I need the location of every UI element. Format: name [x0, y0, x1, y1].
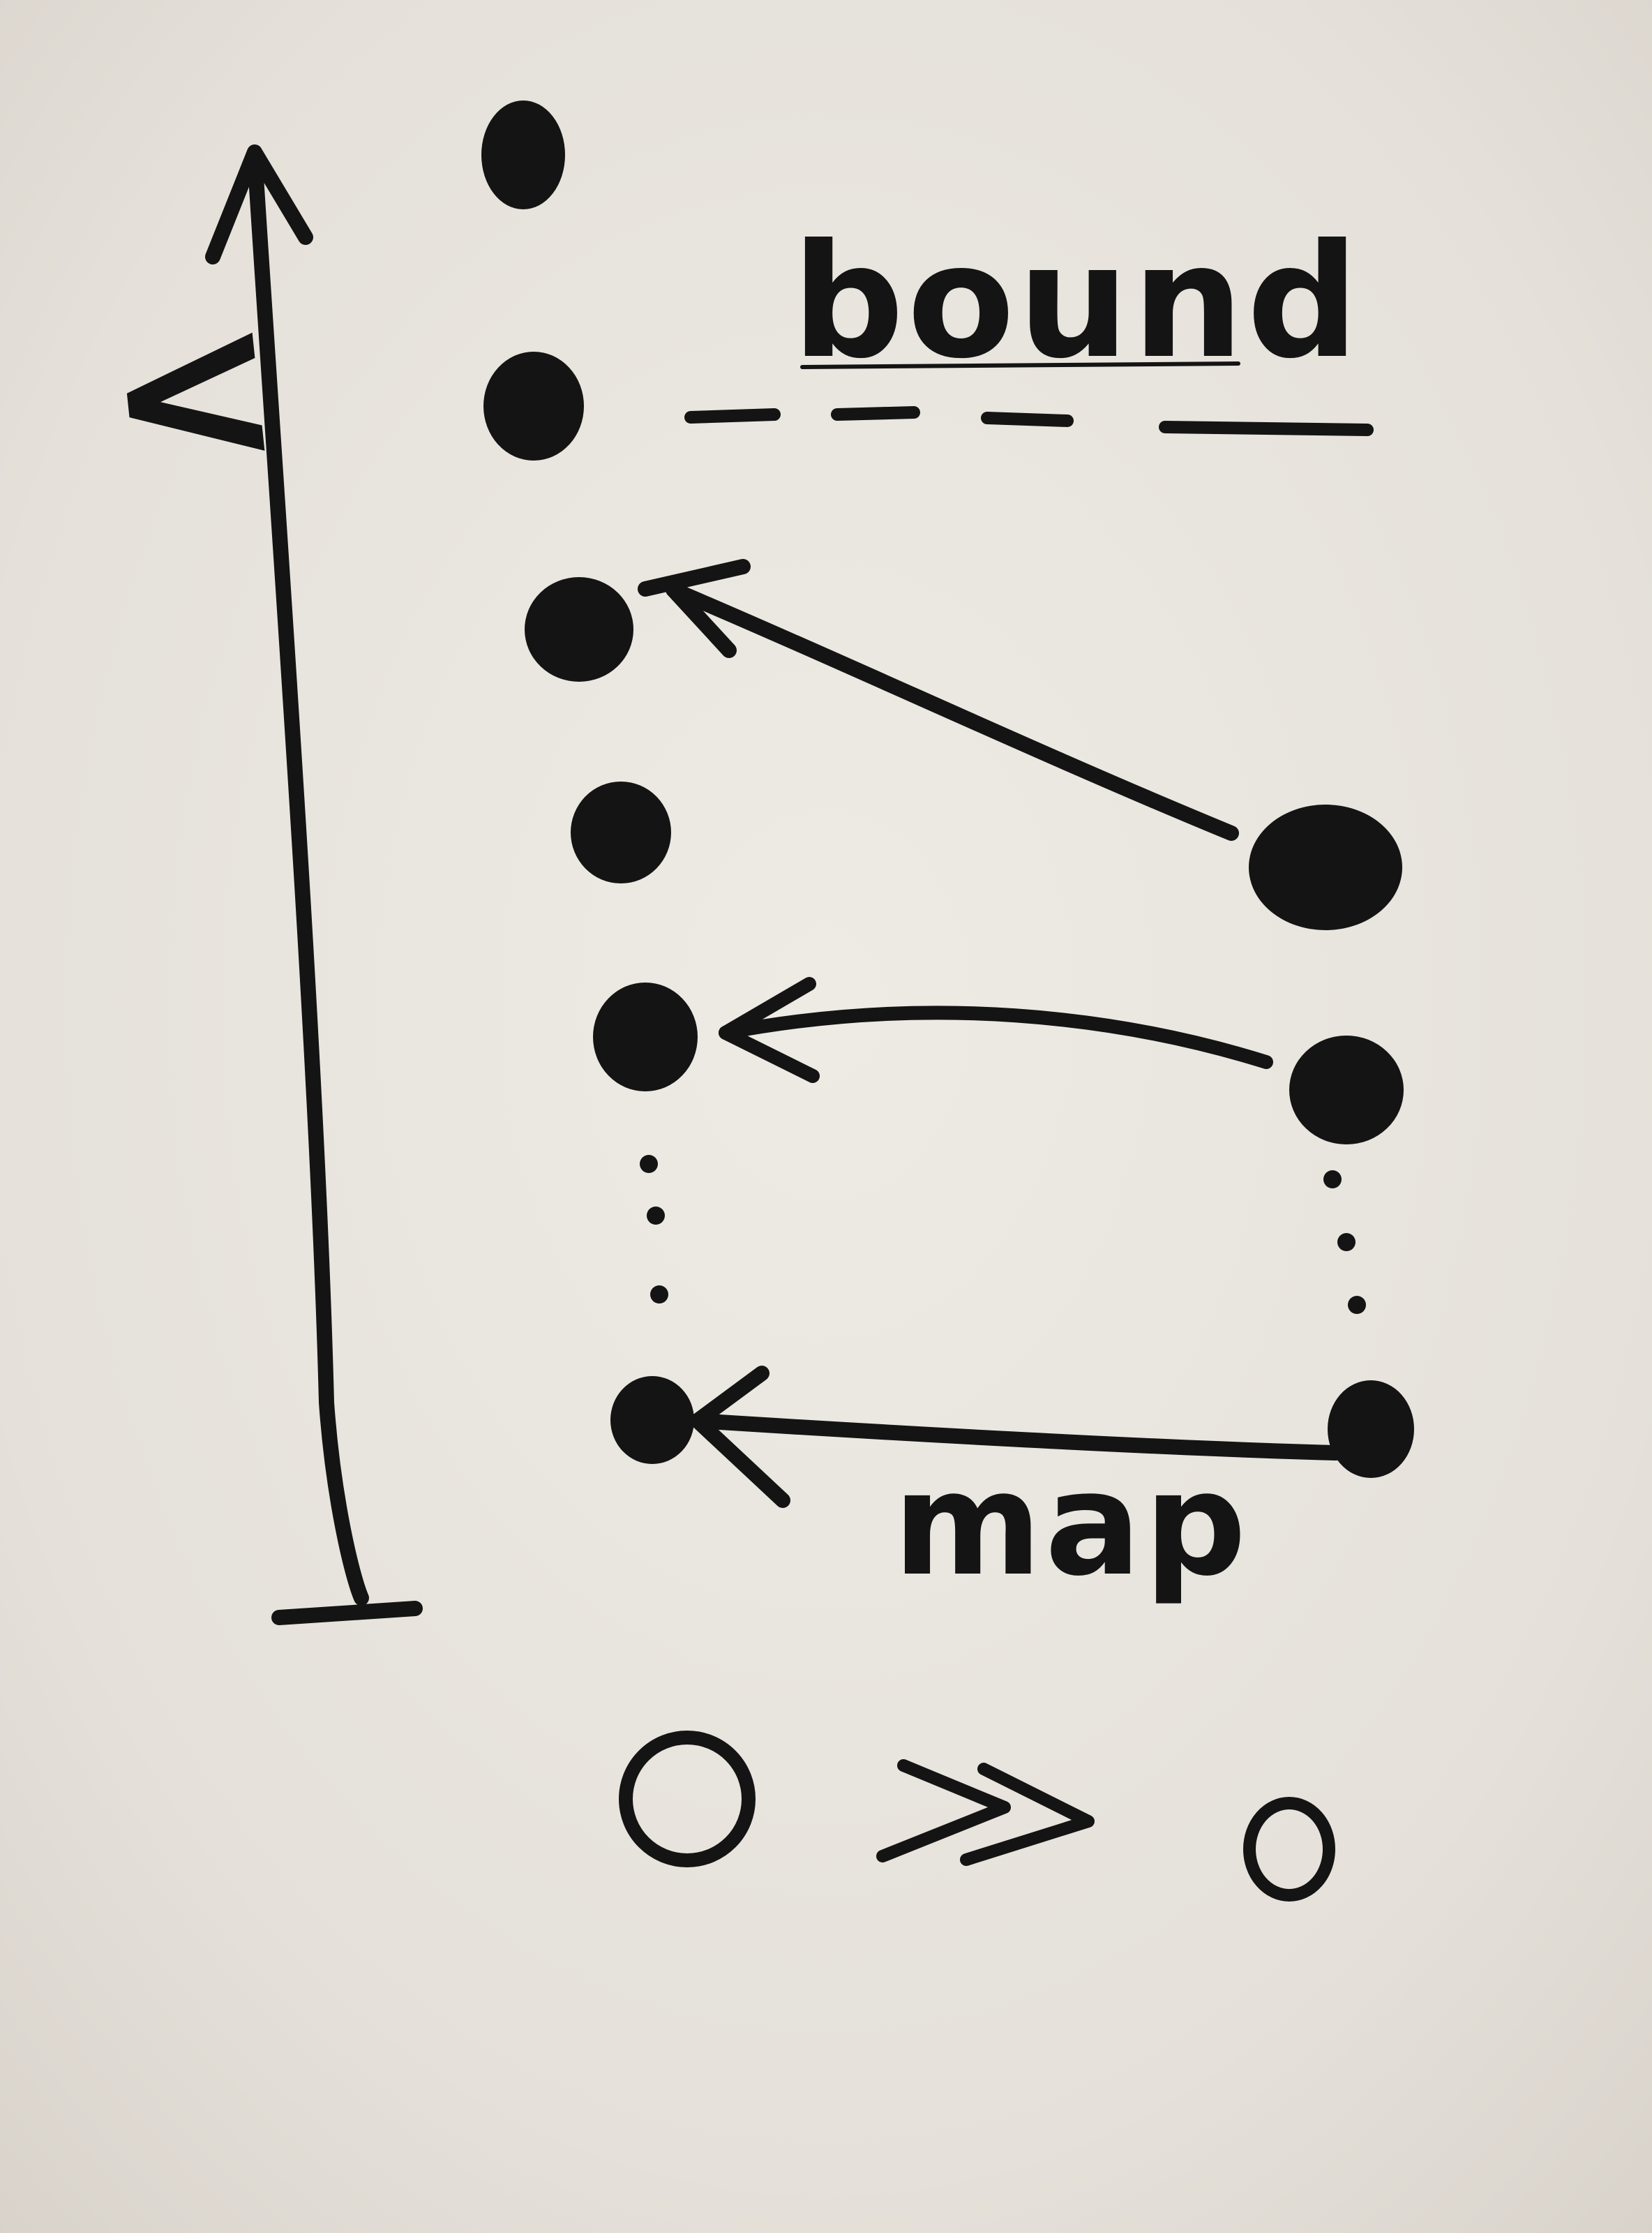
right-sequence: [1249, 805, 1414, 1478]
bound-line: [684, 406, 1374, 436]
sequence-ellipsis-dot-3: [1348, 1296, 1366, 1314]
chain-ellipsis-dot-3: [650, 1285, 668, 1304]
large-hollow-circle: [619, 1731, 756, 1867]
ordering-axis: [205, 144, 423, 1625]
chain-dot-1: [481, 100, 565, 209]
chain-dot-3: [525, 577, 633, 682]
map-label: map: [893, 1442, 1249, 1608]
chain-ellipsis-dot-2: [647, 1207, 665, 1225]
map-arrow-1: [638, 559, 1239, 841]
chain-dot-6: [610, 1376, 694, 1464]
left-chain: [481, 100, 698, 1464]
sequence-dot-3: [1328, 1380, 1414, 1478]
chain-ellipsis-dot-1: [640, 1155, 658, 1173]
axis-base: [271, 1601, 423, 1625]
order-symbol-label: <: [93, 262, 292, 522]
chain-dot-5: [593, 983, 698, 1091]
sequence-ellipsis-dot-2: [1337, 1233, 1356, 1251]
axis-arrowhead-icon: [205, 144, 313, 264]
bound-underline: [800, 361, 1240, 369]
sequence-dot-2: [1289, 1036, 1404, 1144]
comparison-chevron-2: [960, 1763, 1095, 1866]
small-hollow-circle: [1243, 1797, 1335, 1902]
chain-dot-2: [483, 352, 584, 461]
chain-dot-4: [571, 782, 671, 883]
map-arrow-3: [690, 1366, 1344, 1508]
map-arrow-2: [719, 977, 1273, 1083]
comparison-chevron-1: [876, 1759, 1011, 1862]
bound-label: bound: [792, 211, 1362, 394]
comparison-label: >>: [872, 1733, 1094, 1888]
axis-line: [247, 147, 369, 1606]
sequence-ellipsis-dot-1: [1323, 1170, 1342, 1188]
sequence-dot-1: [1249, 805, 1402, 930]
